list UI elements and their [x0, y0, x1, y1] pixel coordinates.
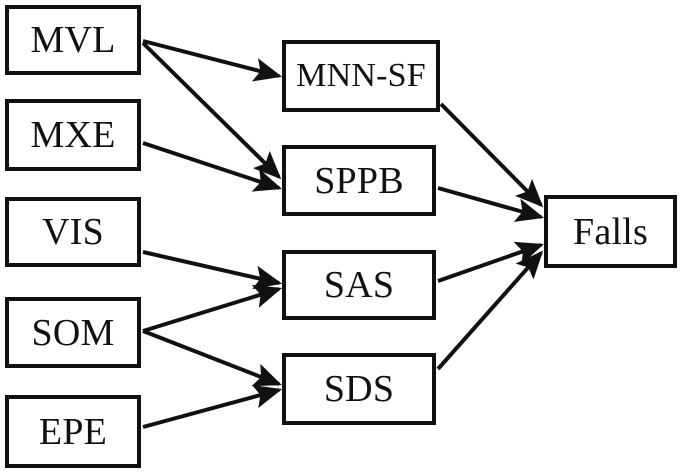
edges-group	[141, 39, 545, 429]
node-sppb[interactable]: SPPB	[282, 145, 436, 216]
node-mvl[interactable]: MVL	[5, 5, 141, 75]
node-mxe[interactable]: MXE	[5, 99, 141, 171]
node-label: SDS	[323, 368, 395, 410]
edge-sas-to-falls	[437, 241, 545, 283]
node-label: MVL	[30, 19, 116, 61]
node-mnn-sf[interactable]: MNN-SF	[282, 40, 440, 112]
edge-mxe-to-sppb	[142, 141, 283, 192]
node-label: MNN-SF	[296, 57, 426, 94]
node-label: SPPB	[314, 159, 404, 202]
edge-sds-to-falls	[436, 250, 544, 371]
edge-sppb-to-falls	[437, 186, 545, 222]
node-sas[interactable]: SAS	[282, 250, 436, 320]
edge-mnn-sf-to-falls	[439, 102, 544, 208]
node-sds[interactable]: SDS	[282, 353, 436, 425]
node-falls[interactable]: Falls	[544, 195, 677, 268]
node-label: VIS	[42, 211, 104, 253]
node-label: EPE	[38, 410, 108, 453]
edge-mvl-to-sppb	[141, 41, 282, 180]
node-label: Falls	[573, 210, 648, 253]
edge-epe-to-sds	[142, 384, 283, 429]
edge-som-to-sas	[142, 284, 283, 333]
node-epe[interactable]: EPE	[5, 395, 141, 468]
node-label: MXE	[30, 114, 116, 156]
node-label: SOM	[31, 311, 115, 354]
node-vis[interactable]: VIS	[5, 197, 141, 267]
node-label: SAS	[323, 264, 395, 306]
edge-som-to-sds	[142, 329, 282, 387]
edge-vis-to-sas	[142, 250, 283, 290]
edge-mvl-to-mnn-sf	[142, 39, 283, 82]
node-som[interactable]: SOM	[5, 297, 141, 368]
